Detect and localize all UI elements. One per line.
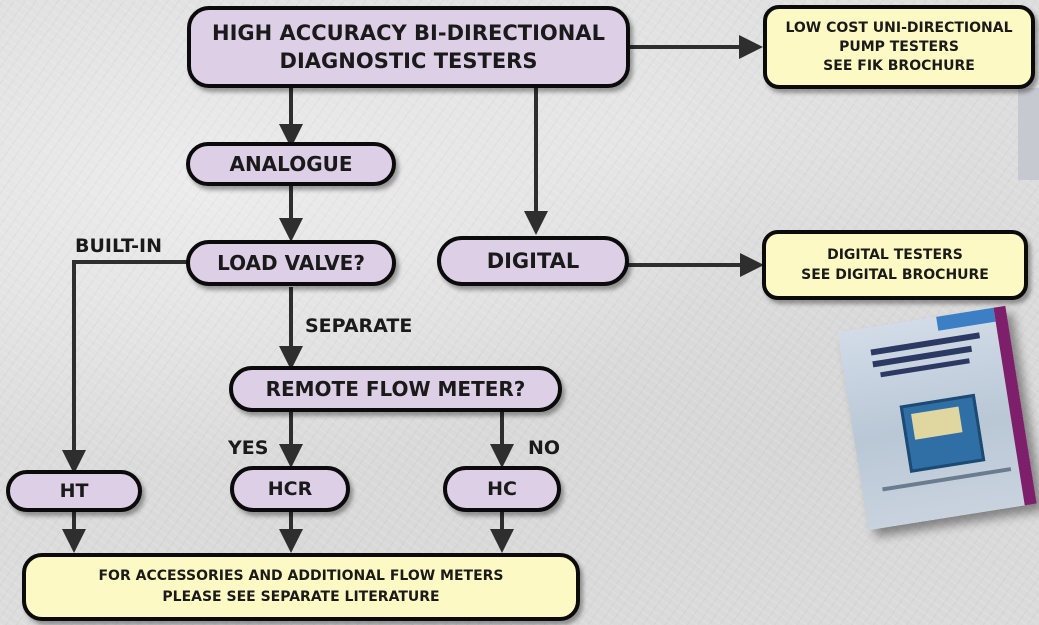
no-label: NO bbox=[528, 437, 561, 459]
analogue-node: ANALOGUE bbox=[186, 142, 396, 186]
hc-label: HC bbox=[487, 478, 517, 500]
digital-testers-node: DIGITAL TESTERS SEE DIGITAL BROCHURE bbox=[762, 230, 1028, 300]
high-accuracy-line2: DIAGNOSTIC TESTERS bbox=[279, 49, 538, 73]
built-in-label: BUILT-IN bbox=[75, 235, 162, 257]
remote-flow-meter-label: REMOTE FLOW METER? bbox=[265, 377, 526, 401]
load-valve-node: LOAD VALVE? bbox=[186, 240, 396, 286]
fik-brochure-edge bbox=[1018, 88, 1039, 180]
separate-label: SEPARATE bbox=[305, 315, 413, 337]
digital-label: DIGITAL bbox=[486, 249, 580, 273]
accessories-node: FOR ACCESSORIES AND ADDITIONAL FLOW METE… bbox=[22, 553, 580, 621]
analogue-label: ANALOGUE bbox=[229, 152, 353, 176]
yes-label: YES bbox=[228, 437, 269, 459]
ht-node: HT bbox=[6, 470, 142, 512]
digital-testers-line1: DIGITAL TESTERS bbox=[827, 247, 963, 263]
low-cost-line1: LOW COST UNI-DIRECTIONAL bbox=[785, 19, 1013, 36]
low-cost-node: LOW COST UNI-DIRECTIONAL PUMP TESTERS SE… bbox=[763, 5, 1035, 89]
arrow-built-in-to-ht bbox=[62, 260, 190, 474]
accessories-line1: FOR ACCESSORIES AND ADDITIONAL FLOW METE… bbox=[98, 568, 504, 584]
high-accuracy-node: HIGH ACCURACY BI-DIRECTIONAL DIAGNOSTIC … bbox=[187, 6, 630, 88]
hc-node: HC bbox=[443, 466, 561, 512]
low-cost-line2: PUMP TESTERS bbox=[839, 38, 959, 55]
low-cost-line3: SEE FIK BROCHURE bbox=[823, 57, 975, 74]
remote-flow-meter-node: REMOTE FLOW METER? bbox=[229, 366, 562, 412]
digital-testers-line2: SEE DIGITAL BROCHURE bbox=[801, 267, 989, 283]
ht-label: HT bbox=[59, 480, 89, 502]
hcr-label: HCR bbox=[267, 478, 313, 500]
digital-node: DIGITAL bbox=[437, 236, 629, 286]
accessories-line2: PLEASE SEE SEPARATE LITERATURE bbox=[162, 589, 440, 605]
high-accuracy-line1: HIGH ACCURACY BI-DIRECTIONAL bbox=[212, 21, 605, 45]
load-valve-label: LOAD VALVE? bbox=[217, 251, 365, 275]
hcr-node: HCR bbox=[230, 466, 350, 512]
